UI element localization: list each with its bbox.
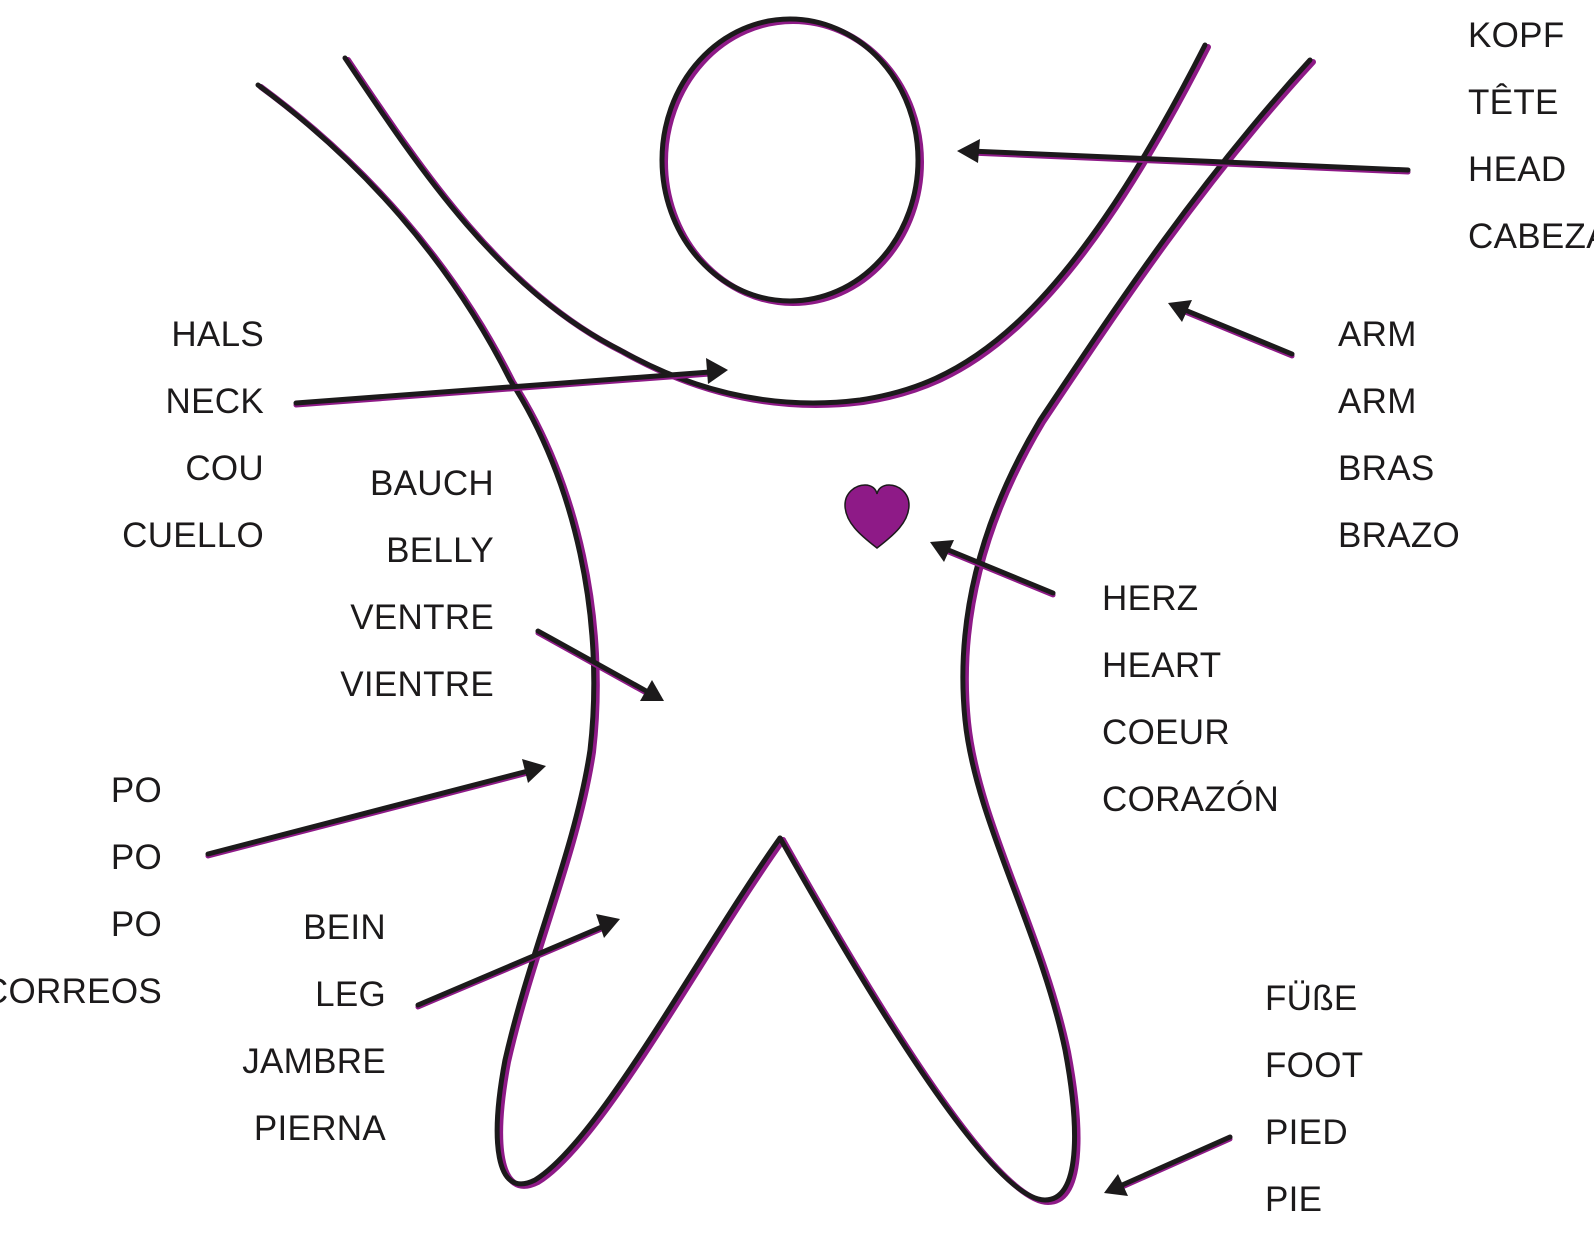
label-arm-fr: BRAS <box>1338 435 1460 502</box>
label-group-neck: HALS NECK COU CUELLO <box>122 301 264 569</box>
label-leg-fr: JAMBRE <box>242 1028 386 1095</box>
label-neck-en: NECK <box>122 368 264 435</box>
label-belly-fr: VENTRE <box>340 584 494 651</box>
arrow-heart <box>930 540 1053 595</box>
head-circle <box>662 19 921 303</box>
heart-icon <box>845 485 909 548</box>
label-neck-fr: COU <box>122 435 264 502</box>
label-bottom-fr: PO <box>0 891 162 958</box>
label-heart-es: CORAZÓN <box>1102 766 1279 833</box>
label-belly-en: BELLY <box>340 517 494 584</box>
label-head-en: HEAD <box>1468 136 1594 203</box>
label-leg-de: BEIN <box>242 894 386 961</box>
label-arm-en: ARM <box>1338 368 1460 435</box>
label-foot-fr: PIED <box>1265 1099 1363 1166</box>
label-arm-es: BRAZO <box>1338 502 1460 569</box>
label-group-head: KOPF TÊTE HEAD CABEZA <box>1468 2 1594 270</box>
arrow-foot <box>1104 1137 1230 1196</box>
arrow-belly <box>538 631 664 701</box>
label-neck-es: CUELLO <box>122 502 264 569</box>
label-group-leg: BEIN LEG JAMBRE PIERNA <box>242 894 386 1162</box>
label-arm-de: ARM <box>1338 301 1460 368</box>
label-neck-de: HALS <box>122 301 264 368</box>
label-bottom-de: PO <box>0 757 162 824</box>
arrow-arm <box>1168 300 1292 356</box>
arrow-head <box>957 139 1408 172</box>
label-group-arm: ARM ARM BRAS BRAZO <box>1338 301 1460 569</box>
label-bottom-es: CORREOS <box>0 958 162 1025</box>
label-foot-de: FÜßE <box>1265 965 1363 1032</box>
label-foot-en: FOOT <box>1265 1032 1363 1099</box>
label-leg-es: PIERNA <box>242 1095 386 1162</box>
label-group-foot: FÜßE FOOT PIED PIE <box>1265 965 1363 1233</box>
arrow-bottom <box>208 759 546 856</box>
label-group-heart: HERZ HEART COEUR CORAZÓN <box>1102 565 1279 833</box>
label-belly-es: VIENTRE <box>340 651 494 718</box>
arrow-leg <box>418 914 620 1007</box>
label-group-bottom: PO PO PO CORREOS <box>0 757 162 1025</box>
label-heart-en: HEART <box>1102 632 1279 699</box>
label-heart-de: HERZ <box>1102 565 1279 632</box>
label-head-es: CABEZA <box>1468 203 1594 270</box>
label-foot-es: PIE <box>1265 1166 1363 1233</box>
label-leg-en: LEG <box>242 961 386 1028</box>
label-group-belly: BAUCH BELLY VENTRE VIENTRE <box>340 450 494 718</box>
label-head-fr: TÊTE <box>1468 69 1594 136</box>
label-heart-fr: COEUR <box>1102 699 1279 766</box>
label-belly-de: BAUCH <box>340 450 494 517</box>
label-bottom-en: PO <box>0 824 162 891</box>
label-head-de: KOPF <box>1468 2 1594 69</box>
